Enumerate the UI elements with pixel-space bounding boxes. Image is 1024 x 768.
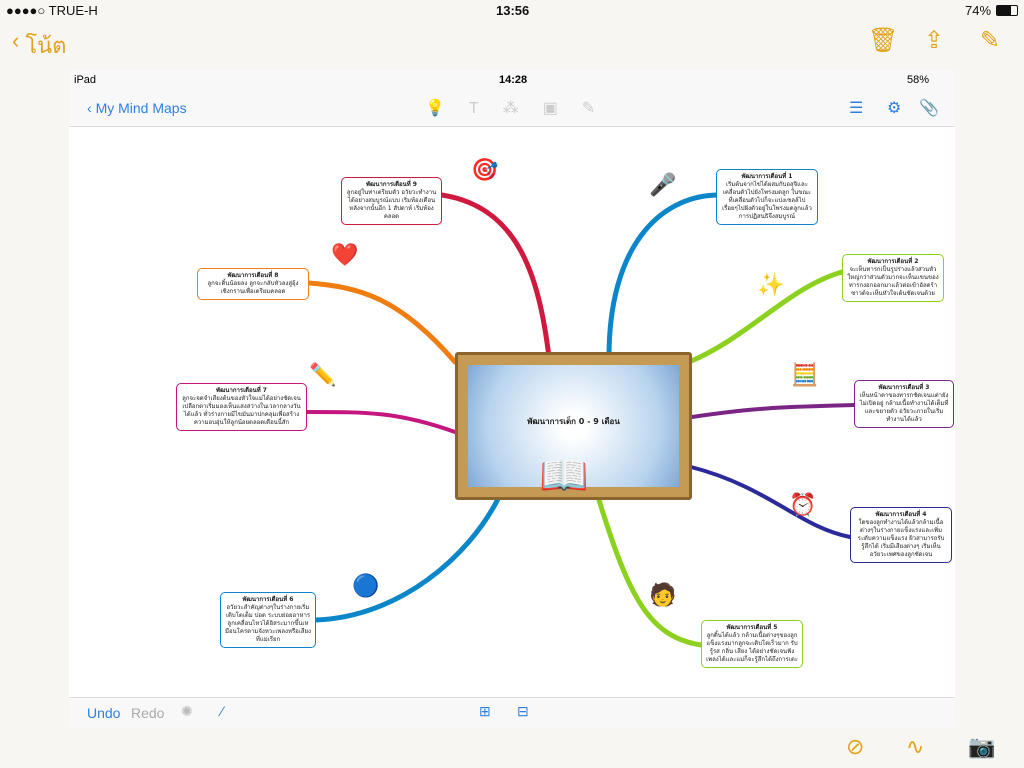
branch-9 <box>439 192 552 360</box>
compose-icon[interactable]: ✎ <box>980 27 1001 54</box>
star-icon: ✨ <box>757 272 785 297</box>
camera-icon[interactable]: 📷 <box>968 734 996 759</box>
inner-status-bar: iPad 14:28 58% <box>69 70 955 90</box>
branch-5 <box>596 497 704 648</box>
attachment-icon[interactable]: 📎 <box>919 100 939 117</box>
branch-3 <box>690 403 856 419</box>
my-mind-maps-back[interactable]: ‹ My Mind Maps <box>87 100 187 116</box>
branch-7 <box>305 410 457 434</box>
back-button[interactable]: ‹โน้ต <box>12 28 66 63</box>
branch-lines <box>305 192 856 648</box>
toolbar-icons: 💡T⁂▣✎ <box>425 100 620 117</box>
heart-icon: ❤️ <box>331 242 359 267</box>
alarm-clock-icon: ⏰ <box>789 492 817 517</box>
magic-icon[interactable]: ✺ <box>181 703 193 719</box>
add-sibling-icon[interactable]: ⊟ <box>517 703 529 719</box>
sketch-icon[interactable]: ∿ <box>906 734 925 759</box>
mind-map-canvas[interactable]: พัฒนาการเด็ก 0 - 9 เดือน 📖 พัฒนาการเดือน… <box>69 127 955 697</box>
calculator-icon: 🧮 <box>791 362 819 387</box>
add-child-icon[interactable]: ⊞ <box>479 703 491 719</box>
target-icon: 🎯 <box>471 157 499 182</box>
chevron-left-icon: ‹ <box>12 28 20 53</box>
branch-8 <box>306 280 458 365</box>
branch-4 <box>689 465 852 539</box>
book-icon: 📖 <box>539 454 589 498</box>
character-icon: 🧑 <box>649 582 677 607</box>
ball-icon: 🔵 <box>352 573 380 598</box>
clock: 13:56 <box>496 3 530 18</box>
pen-icon[interactable]: ⁄ <box>221 703 224 719</box>
outline-icon[interactable]: ☰ <box>849 100 864 117</box>
status-bar: ●●●●○ TRUE-H 13:56 74% <box>0 0 1024 22</box>
checklist-icon[interactable]: ⊘ <box>846 734 865 759</box>
share-icon[interactable]: ⇪ <box>924 27 945 54</box>
undo-button[interactable]: Undo <box>87 705 121 721</box>
carrier: ●●●●○ TRUE-H <box>6 3 98 18</box>
branch-2 <box>686 269 845 365</box>
map-style-icon[interactable]: ⚙ <box>887 100 902 117</box>
inner-bottom-toolbar: Undo Redo ✺ ⁄ ⊞ ⊟ <box>69 697 955 727</box>
battery-level: 74% <box>965 3 992 18</box>
notes-nav-bar: ‹โน้ต 🗑 ⇪ ✎ <box>0 22 1024 66</box>
redo-button[interactable]: Redo <box>131 705 165 721</box>
pencil-figure-icon: ✏️ <box>309 362 337 387</box>
battery-icon <box>996 5 1018 16</box>
screenshot-attachment[interactable]: iPad 14:28 58% ‹ My Mind Maps 💡T⁂▣✎ ☰ ⚙ … <box>69 70 955 727</box>
central-topic[interactable]: พัฒนาการเด็ก 0 - 9 เดือน <box>455 352 692 500</box>
branch-6 <box>313 494 502 623</box>
inner-nav-bar: ‹ My Mind Maps 💡T⁂▣✎ ☰ ⚙ 📎 <box>69 90 955 127</box>
microphone-icon: 🎤 <box>649 172 677 197</box>
trash-icon[interactable]: 🗑 <box>868 27 899 54</box>
branch-1 <box>606 192 719 360</box>
